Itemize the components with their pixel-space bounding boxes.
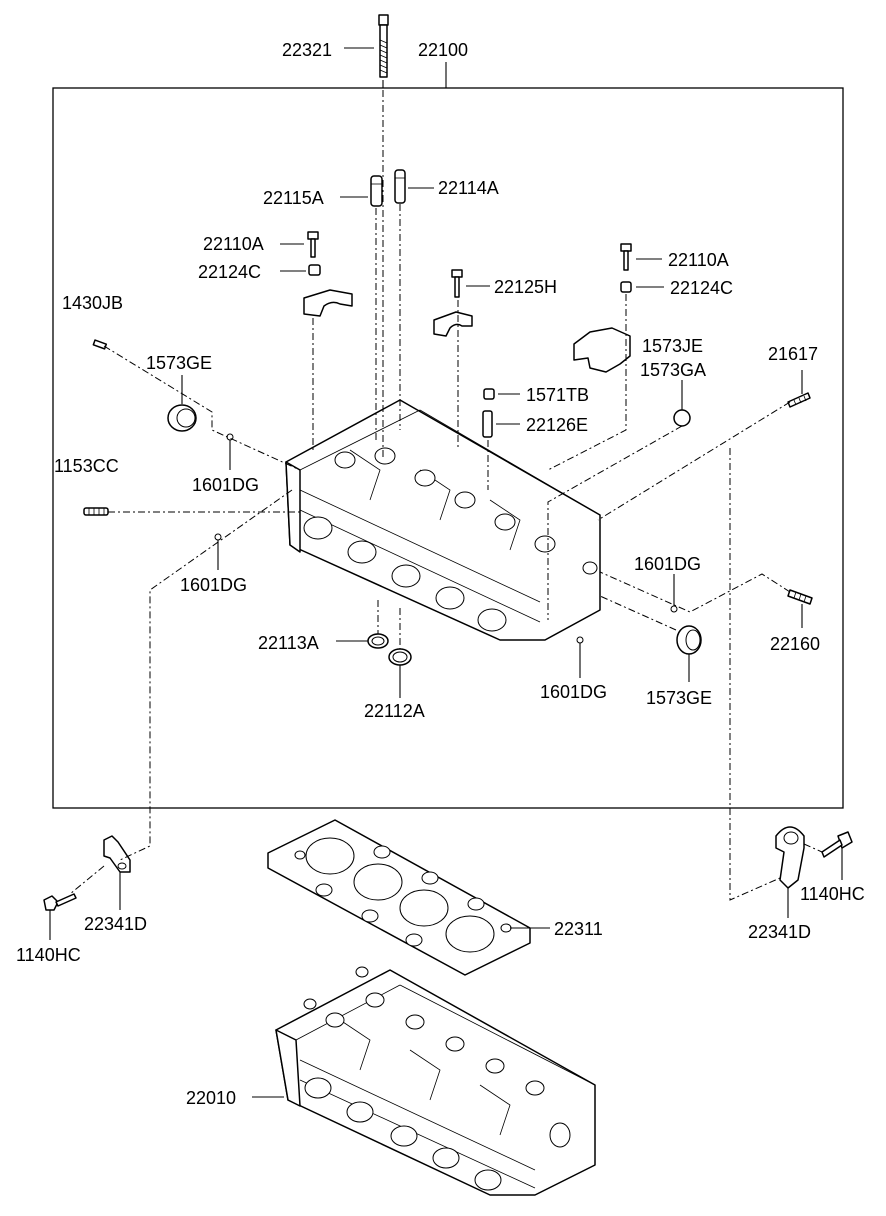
cylinder-head-assembly [285,399,601,641]
label-1430JB: 1430JB [62,293,123,313]
label-22125H: 22125H [494,277,557,297]
part-labels: 22321 22100 22115A 22114A 22110A 22124C … [16,40,865,1108]
cap-bolt-center [451,269,463,298]
label-22115A: 22115A [263,188,324,208]
plug-1573GA [673,409,691,427]
dowel-pin-left [370,175,383,207]
seal-22112A [388,648,412,666]
label-22112A: 22112A [364,701,425,721]
plug-1571TB [483,388,495,400]
bearing-cap-center [433,311,473,337]
bolt-1140HC-left [43,893,77,911]
plug-1601DG-d [576,636,584,644]
label-21617: 21617 [768,344,818,364]
label-22321: 22321 [282,40,332,60]
washer-left [308,264,321,276]
stud-1153CC [83,507,109,516]
bearing-cap-rear [573,327,631,373]
bolt-1140HC-right [821,831,853,858]
alignment-lines [69,90,823,901]
label-1573GA: 1573GA [640,360,706,380]
label-22311: 22311 [554,919,603,939]
label-22110A-left: 22110A [203,234,264,254]
label-22124C-left: 22124C [198,262,261,282]
head-bolt [378,14,389,78]
plug-1601DG-b [214,533,222,541]
label-22126E: 22126E [526,415,588,435]
dowel-pin-right [394,169,406,204]
label-1153CC: 1153CC [54,456,119,476]
stud-22160 [787,589,813,605]
washer-right [620,281,632,293]
cap-bolt-left [307,231,319,258]
bearing-cap-left [303,289,353,317]
label-22114A: 22114A [438,178,499,198]
guide-22126E [482,410,493,438]
label-22100: 22100 [418,40,468,60]
label-22341D-right: 22341D [748,922,811,942]
label-1601DG-a: 1601DG [192,475,259,495]
label-1573JE: 1573JE [642,336,703,356]
label-1601DG-d: 1601DG [540,682,607,702]
label-22113A: 22113A [258,633,319,653]
label-22010: 22010 [186,1088,236,1108]
cap-bolt-right [620,243,632,271]
stud-21617 [787,392,811,408]
label-1571TB: 1571TB [526,385,589,405]
head-gasket [267,819,531,976]
label-22160: 22160 [770,634,820,654]
label-1601DG-b: 1601DG [180,575,247,595]
plug-1601DG-c [670,605,678,613]
assembly-frame [52,87,844,809]
label-22124C-right: 22124C [670,278,733,298]
engine-hanger-right [775,826,805,889]
leader-lines [49,47,843,1098]
seal-22113A [367,633,389,649]
pin-1430JB [92,339,108,350]
engine-hanger-left [103,835,131,873]
cylinder-head-bare [275,966,596,1196]
label-1140HC-left: 1140HC [16,945,81,965]
label-1140HC-right: 1140HC [800,884,865,904]
plug-1573GE-bottom [676,625,702,655]
label-22341D-left: 22341D [84,914,147,934]
label-1573GE-bottom: 1573GE [646,688,712,708]
label-22110A-right: 22110A [668,250,729,270]
label-1573GE-top: 1573GE [146,353,212,373]
label-1601DG-c: 1601DG [634,554,701,574]
